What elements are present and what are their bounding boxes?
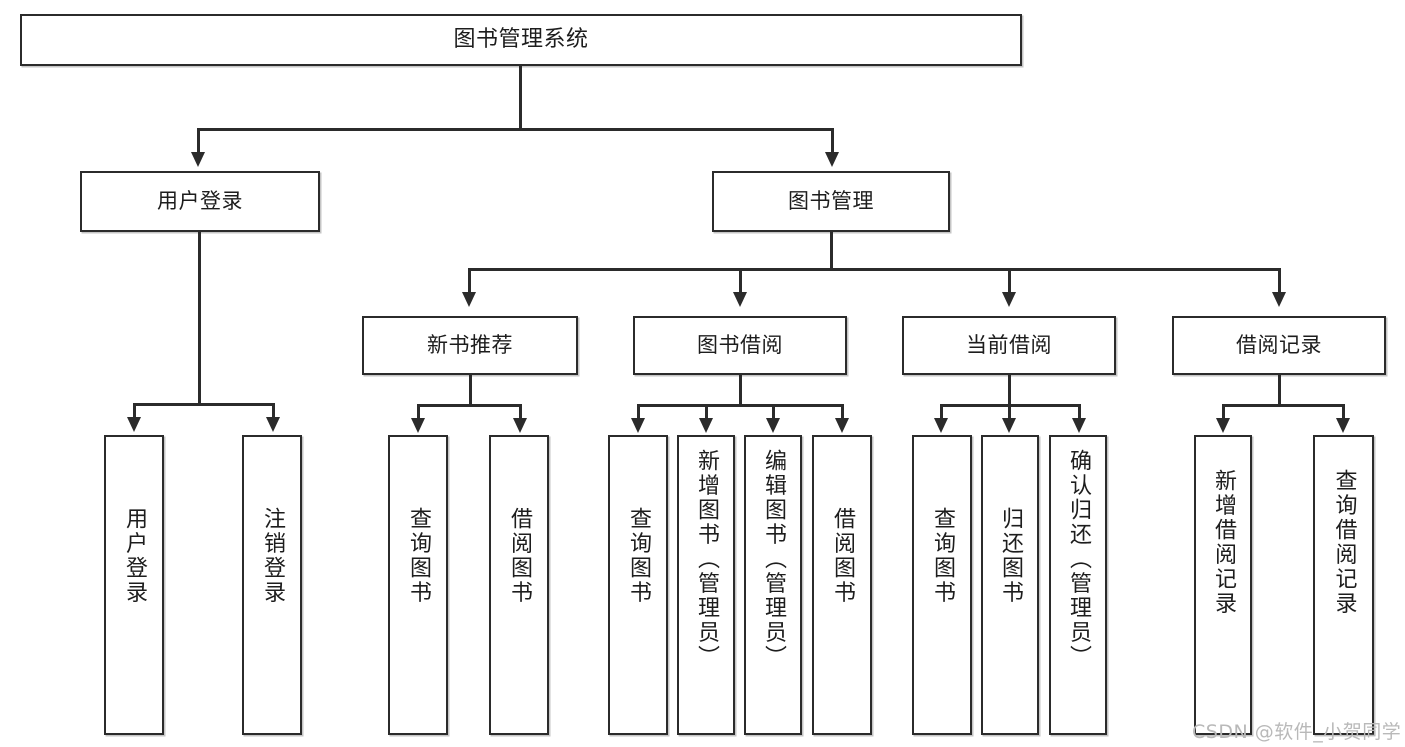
leaf-confirm-return-admin-label: 确认归还（管理员） — [1066, 449, 1091, 670]
connector-bb-leaf-2 — [705, 404, 708, 420]
arrowhead-book-borrow — [733, 292, 747, 307]
leaf-borrow-book-recommend-label: 借阅图书 — [507, 507, 532, 605]
connector-level3-bus — [468, 268, 1280, 271]
leaf-user-login[interactable]: 用户登录 — [104, 435, 164, 735]
arrowhead-root-to-user-login — [191, 152, 205, 167]
arrowhead-cb-leaf-1 — [934, 418, 948, 433]
leaf-borrow-book-label: 借阅图书 — [830, 507, 855, 605]
connector-user-login-stem — [198, 232, 201, 405]
node-new-book-recommend[interactable]: 新书推荐 — [362, 316, 578, 375]
leaf-edit-book-admin[interactable]: 编辑图书（管理员） — [744, 435, 802, 735]
node-book-borrow-label: 图书借阅 — [697, 333, 783, 357]
csdn-watermark: CSDN @软件_小贺同学 — [1192, 717, 1401, 744]
connector-current-borrow-stem — [1008, 375, 1011, 406]
arrowhead-bb-leaf-4 — [835, 418, 849, 433]
connector-root-stem — [519, 66, 522, 130]
leaf-add-book-admin-label: 新增图书（管理员） — [694, 449, 719, 670]
connector-root-to-user-login — [197, 128, 200, 154]
node-current-borrow[interactable]: 当前借阅 — [902, 316, 1116, 375]
leaf-query-book-recommend[interactable]: 查询图书 — [388, 435, 448, 735]
arrowhead-br-leaf-2 — [1336, 418, 1350, 433]
connector-cb-leaf-3 — [1078, 404, 1081, 420]
arrowhead-br-leaf-1 — [1216, 418, 1230, 433]
leaf-logout-label: 注销登录 — [260, 507, 285, 605]
connector-bb-leaf-3 — [772, 404, 775, 420]
arrowhead-user-login-leaf-1 — [127, 417, 141, 432]
node-user-login-label: 用户登录 — [157, 189, 243, 213]
connector-new-book-recommend-bus — [417, 404, 522, 407]
connector-to-borrow-record — [1278, 268, 1281, 294]
arrowhead-nbr-leaf-2 — [513, 418, 527, 433]
arrowhead-root-to-book-management — [825, 152, 839, 167]
connector-to-book-borrow — [739, 268, 742, 294]
connector-new-book-recommend-stem — [469, 375, 472, 406]
node-user-login[interactable]: 用户登录 — [80, 171, 320, 232]
leaf-edit-book-admin-label: 编辑图书（管理员） — [761, 449, 786, 670]
leaf-borrow-book-recommend[interactable]: 借阅图书 — [489, 435, 549, 735]
leaf-borrow-book[interactable]: 借阅图书 — [812, 435, 872, 735]
arrowhead-new-book-recommend — [462, 292, 476, 307]
connector-root-bus — [197, 128, 834, 131]
node-root-label: 图书管理系统 — [453, 27, 589, 52]
connector-to-new-book-recommend — [468, 268, 471, 294]
leaf-query-book-current-label: 查询图书 — [930, 507, 955, 605]
leaf-return-book[interactable]: 归还图书 — [981, 435, 1039, 735]
connector-borrow-record-stem — [1278, 375, 1281, 406]
connector-user-login-bus — [133, 403, 275, 406]
arrowhead-bb-leaf-1 — [631, 418, 645, 433]
csdn-watermark-text: CSDN @软件_小贺同学 — [1192, 721, 1402, 743]
connector-cb-leaf-1 — [940, 404, 943, 420]
leaf-logout[interactable]: 注销登录 — [242, 435, 302, 735]
connector-book-management-stem — [830, 232, 833, 270]
arrowhead-nbr-leaf-1 — [411, 418, 425, 433]
arrowhead-borrow-record — [1272, 292, 1286, 307]
connector-borrow-record-bus — [1222, 404, 1344, 407]
arrowhead-cb-leaf-2 — [1002, 418, 1016, 433]
arrowhead-current-borrow — [1002, 292, 1016, 307]
connector-to-current-borrow — [1008, 268, 1011, 294]
node-borrow-record[interactable]: 借阅记录 — [1172, 316, 1386, 375]
connector-br-leaf-2 — [1342, 404, 1345, 420]
leaf-query-book-borrow[interactable]: 查询图书 — [608, 435, 668, 735]
connector-user-login-to-leaf-1 — [133, 403, 136, 419]
connector-cb-leaf-2 — [1008, 404, 1011, 420]
arrowhead-cb-leaf-3 — [1072, 418, 1086, 433]
leaf-add-borrow-record-label: 新增借阅记录 — [1211, 469, 1236, 616]
connector-book-borrow-stem — [739, 375, 742, 406]
connector-br-leaf-1 — [1222, 404, 1225, 420]
node-borrow-record-label: 借阅记录 — [1236, 333, 1322, 357]
arrowhead-bb-leaf-3 — [766, 418, 780, 433]
leaf-query-book-borrow-label: 查询图书 — [626, 507, 651, 605]
leaf-query-borrow-record-label: 查询借阅记录 — [1331, 469, 1357, 616]
connector-user-login-to-leaf-2 — [272, 403, 275, 419]
leaf-query-borrow-record[interactable]: 查询借阅记录 — [1313, 435, 1374, 735]
connector-book-borrow-bus — [637, 404, 843, 407]
connector-bb-leaf-1 — [637, 404, 640, 420]
leaf-confirm-return-admin[interactable]: 确认归还（管理员） — [1049, 435, 1107, 735]
leaf-query-book-recommend-label: 查询图书 — [406, 507, 431, 605]
node-book-management[interactable]: 图书管理 — [712, 171, 950, 232]
node-book-management-label: 图书管理 — [788, 189, 874, 213]
connector-nbr-leaf-1 — [417, 404, 420, 420]
leaf-add-book-admin[interactable]: 新增图书（管理员） — [677, 435, 735, 735]
connector-nbr-leaf-2 — [519, 404, 522, 420]
arrowhead-bb-leaf-2 — [699, 418, 713, 433]
leaf-return-book-label: 归还图书 — [998, 507, 1023, 605]
leaf-add-borrow-record[interactable]: 新增借阅记录 — [1194, 435, 1252, 735]
leaf-query-book-current[interactable]: 查询图书 — [912, 435, 972, 735]
node-book-borrow[interactable]: 图书借阅 — [633, 316, 847, 375]
node-root-book-management-system[interactable]: 图书管理系统 — [20, 14, 1022, 66]
connector-bb-leaf-4 — [841, 404, 844, 420]
connector-root-to-book-management — [831, 128, 834, 154]
node-current-borrow-label: 当前借阅 — [966, 333, 1052, 357]
node-new-book-recommend-label: 新书推荐 — [427, 333, 513, 357]
arrowhead-user-login-leaf-2 — [266, 417, 280, 432]
leaf-user-login-label: 用户登录 — [122, 507, 147, 605]
